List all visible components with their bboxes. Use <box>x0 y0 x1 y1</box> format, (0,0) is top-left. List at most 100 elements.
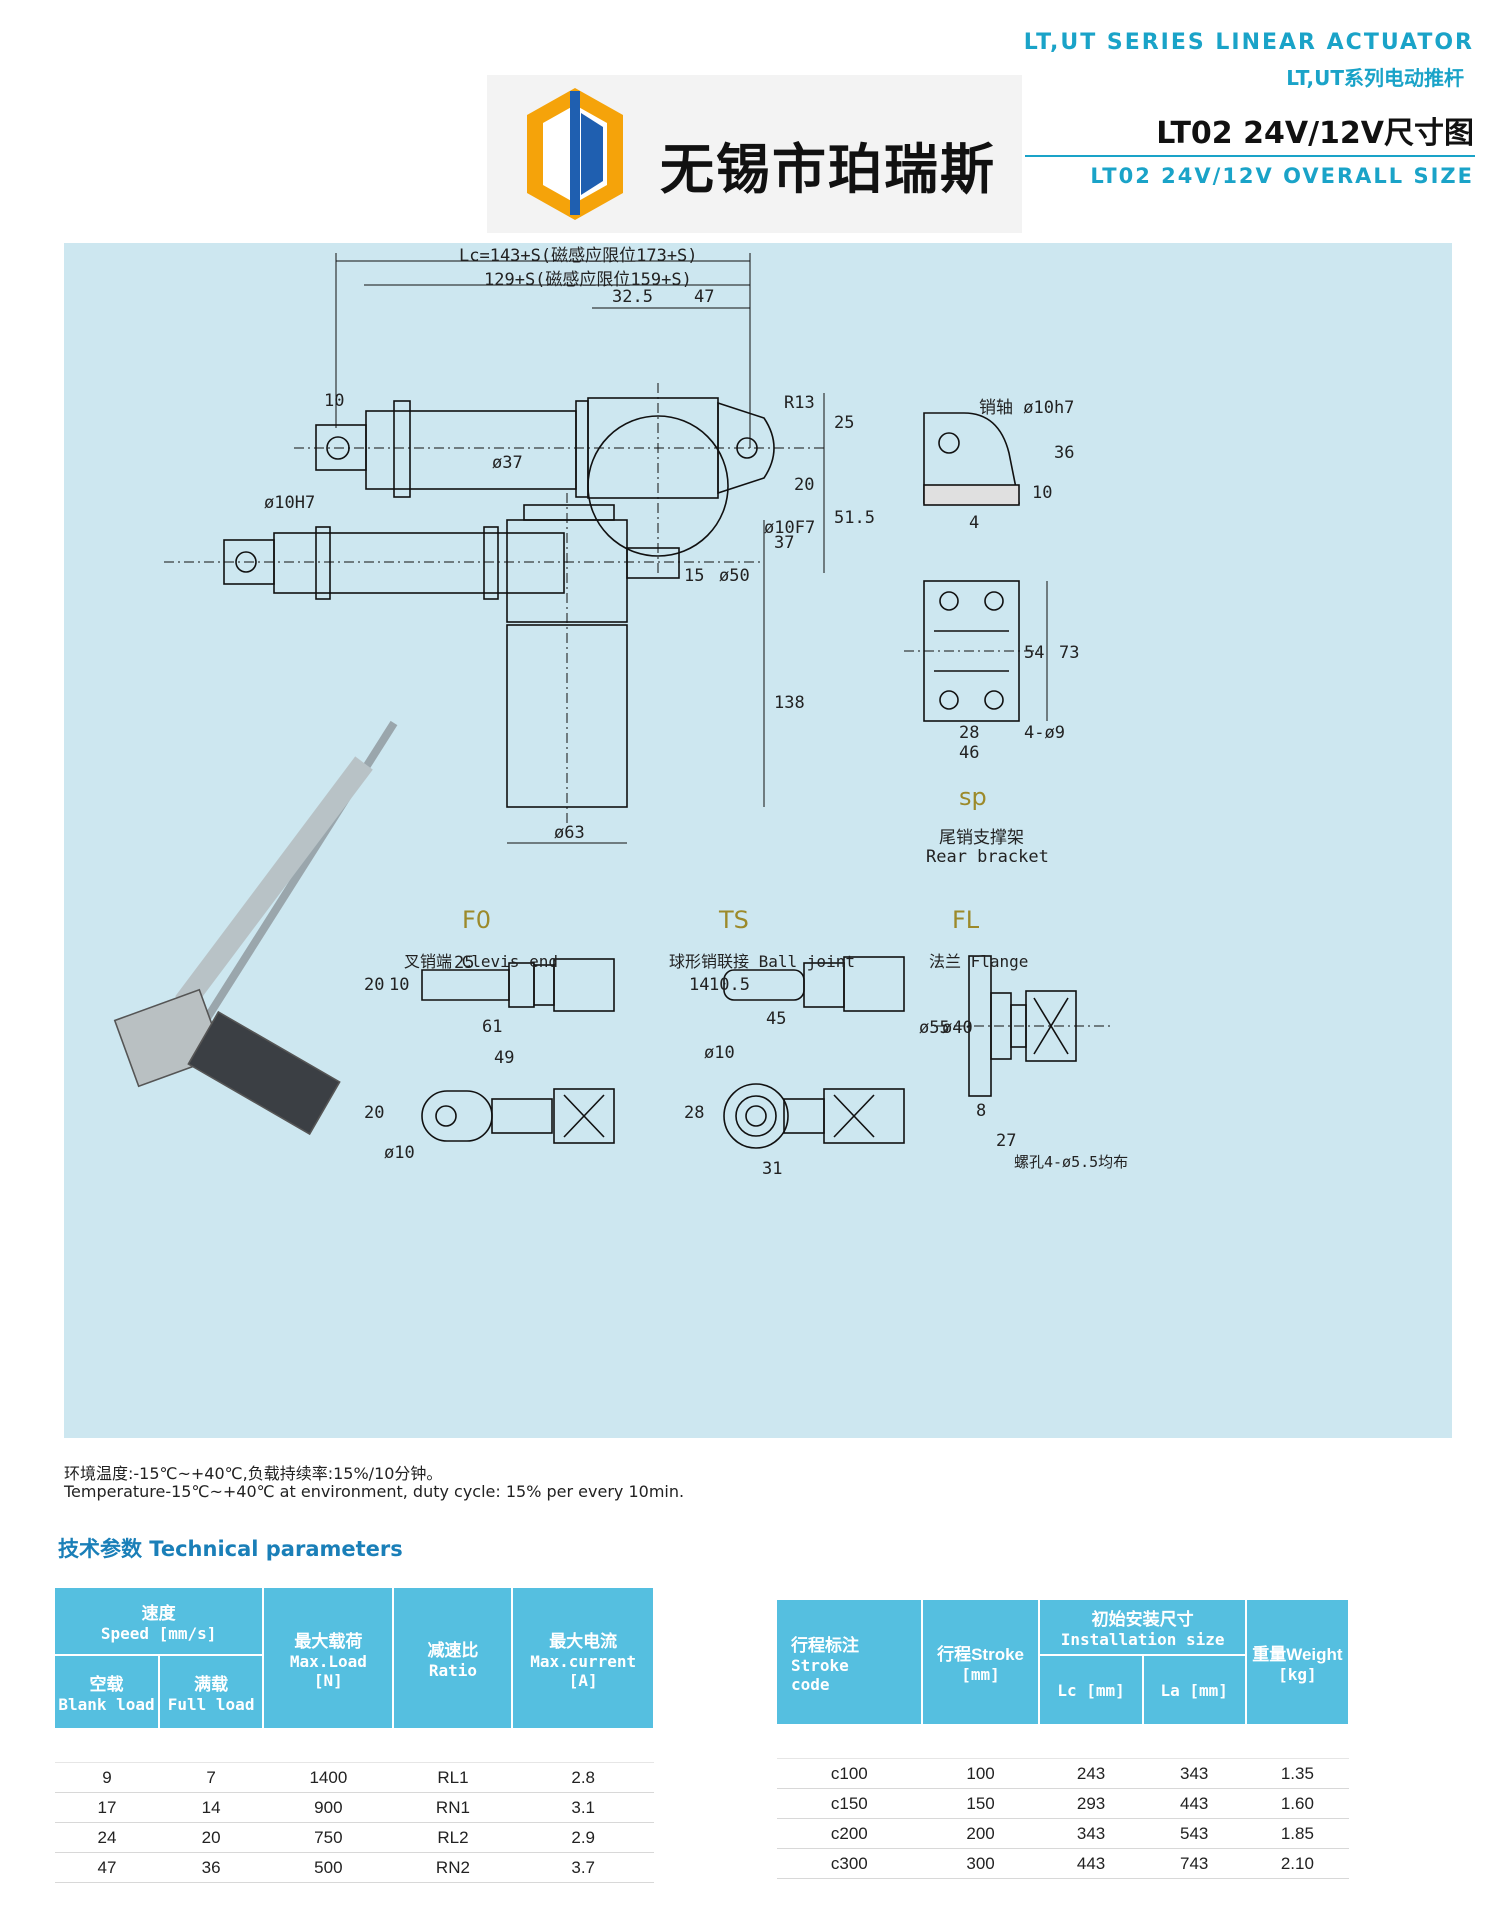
la-header: La [mm] <box>1142 1655 1247 1726</box>
table-cell: 543 <box>1142 1818 1246 1849</box>
actuator-photo <box>113 720 398 1136</box>
fl-8: 8 <box>976 1101 987 1121</box>
f0-code: F0 <box>462 906 492 934</box>
table-cell: RL1 <box>393 1762 513 1793</box>
sp-10: 10 <box>1032 483 1053 503</box>
table-cell: 2.10 <box>1245 1848 1349 1879</box>
table-cell: RL2 <box>393 1822 513 1853</box>
sp-pin: 销轴 ø10h7 <box>979 398 1075 418</box>
actuator-top-view <box>294 253 825 573</box>
sp-73: 73 <box>1059 643 1080 663</box>
dim-37: 37 <box>774 533 795 553</box>
dim-d50: ø50 <box>719 566 750 586</box>
ball-joint-drawing <box>723 956 905 1149</box>
f0-20b: 20 <box>364 1103 385 1123</box>
header-divider <box>1025 155 1475 157</box>
table-cell: 14 <box>158 1792 264 1823</box>
table-cell: 150 <box>921 1788 1040 1819</box>
table-cell: c150 <box>777 1788 922 1819</box>
ts-label: 球形销联接 Ball joint <box>669 952 855 971</box>
dim-51-5: 51.5 <box>834 508 875 528</box>
f0-20: 20 <box>364 975 385 995</box>
dim-20: 20 <box>794 475 815 495</box>
f0-49: 49 <box>494 1048 515 1068</box>
lc-header: Lc [mm] <box>1039 1655 1144 1726</box>
sp-label-en: Rear bracket <box>926 847 1049 867</box>
dim-d63: ø63 <box>554 823 585 843</box>
sp-36: 36 <box>1054 443 1075 463</box>
dim-47: 47 <box>694 287 715 307</box>
env-note-cn: 环境温度:-15℃~+40℃,负载持续率:15%/10分钟。 <box>64 1464 443 1483</box>
table-cell: 293 <box>1039 1788 1143 1819</box>
table-cell: RN2 <box>393 1852 513 1883</box>
table-cell: 900 <box>263 1792 394 1823</box>
table-cell: 24 <box>55 1822 159 1853</box>
ts-45: 45 <box>766 1009 787 1029</box>
sp-code: sp <box>959 783 987 811</box>
dim-d10f7: ø10F7 <box>764 518 816 538</box>
weight-header: 重量Weight[kg] <box>1245 1600 1351 1726</box>
f0-10: 10 <box>389 975 410 995</box>
env-note-en: Temperature-15℃~+40℃ at environment, dut… <box>64 1482 685 1501</box>
series-title-en: LT,UT SERIES LINEAR ACTUATOR <box>1023 30 1474 55</box>
actuator-side-view <box>164 493 765 844</box>
dim-138: 138 <box>774 693 805 713</box>
table-cell: 1400 <box>263 1762 394 1793</box>
table-cell: 36 <box>158 1852 264 1883</box>
model-title: LT02 24V/12V尺寸图 <box>1156 116 1474 151</box>
table-cell: 343 <box>1039 1818 1143 1849</box>
ts-28: 28 <box>684 1103 705 1123</box>
dim-32-5: 32.5 <box>612 287 653 307</box>
table-cell: 1.85 <box>1245 1818 1349 1849</box>
dim-d10h7: ø10H7 <box>264 493 316 513</box>
table-cell: 2.8 <box>512 1762 654 1793</box>
table-cell: c200 <box>777 1818 922 1849</box>
fl-holes: 螺孔4-ø5.5均布 <box>1014 1153 1129 1171</box>
company-logo-icon <box>527 88 623 220</box>
table-cell: 9 <box>55 1762 159 1793</box>
fl-d55: ø55 <box>919 1018 950 1038</box>
fl-label: 法兰 Flange <box>929 952 1029 971</box>
dim-129: 129+S(磁感应限位159+S) <box>484 270 692 290</box>
technical-drawing <box>113 253 1114 1149</box>
table-cell: c300 <box>777 1848 922 1879</box>
ts-14: 14 <box>689 975 710 995</box>
drawing-panel: Lc=143+S(磁感应限位173+S) 129+S(磁感应限位159+S) 3… <box>64 243 1452 1438</box>
table-cell: 200 <box>921 1818 1040 1849</box>
table-cell: RN1 <box>393 1792 513 1823</box>
table-cell: 7 <box>158 1762 264 1793</box>
f0-d10: ø10 <box>384 1143 415 1163</box>
flange-drawing <box>934 955 1114 1097</box>
company-name: 无锡市珀瑞斯 <box>660 137 996 201</box>
table-cell: 443 <box>1142 1788 1246 1819</box>
fl-d40: ø40 <box>942 1018 973 1038</box>
table-cell: 343 <box>1142 1758 1246 1789</box>
table-cell: 47 <box>55 1852 159 1883</box>
table-cell: 500 <box>263 1852 394 1883</box>
table-cell: 243 <box>1039 1758 1143 1789</box>
stroke-header: 行程Stroke[mm] <box>921 1600 1041 1726</box>
f0-25: 25 <box>454 953 475 973</box>
table-cell: 100 <box>921 1758 1040 1789</box>
sp-46: 46 <box>959 743 980 763</box>
ts-d10: ø10 <box>704 1043 735 1063</box>
table-cell: 1.35 <box>1245 1758 1349 1789</box>
table-cell: 2.9 <box>512 1822 654 1853</box>
dim-r13: R13 <box>784 393 815 413</box>
table-cell: 743 <box>1142 1848 1246 1879</box>
clevis-end-drawing <box>421 958 615 1144</box>
